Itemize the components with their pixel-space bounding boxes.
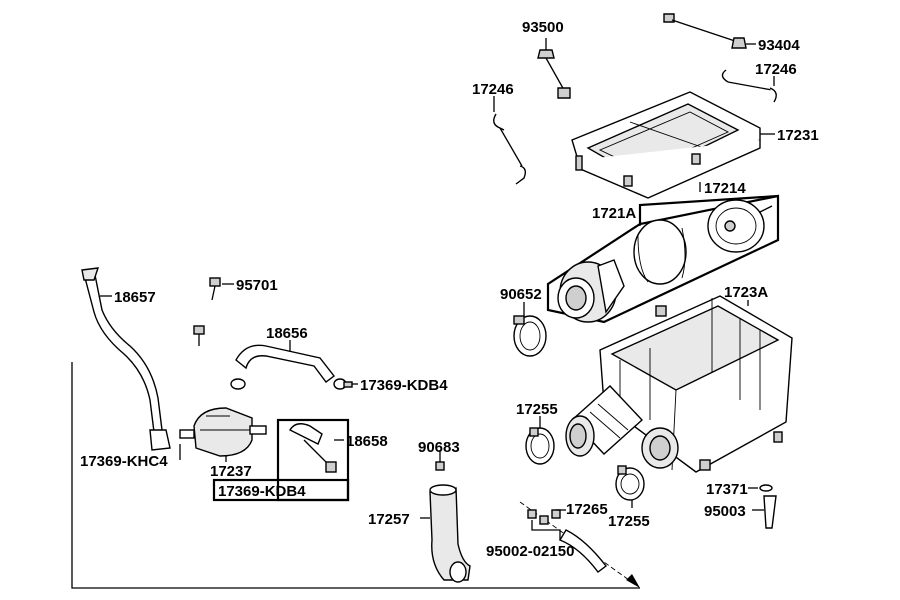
label-90652: 90652 bbox=[500, 286, 542, 303]
label-17255-left: 17255 bbox=[516, 401, 558, 418]
label-95002-02150: 95002-02150 bbox=[486, 543, 574, 560]
label-93404: 93404 bbox=[758, 37, 800, 54]
frame-1721A bbox=[546, 194, 780, 324]
clip-17246-left bbox=[493, 113, 527, 185]
breather-hose-18656 bbox=[235, 344, 335, 383]
hose-clamp-90652 bbox=[513, 315, 547, 357]
intake-boot bbox=[565, 385, 644, 457]
bolt-95701 bbox=[193, 277, 221, 346]
intake-duct-17257 bbox=[429, 484, 471, 583]
hose-clamp-17255-left bbox=[525, 427, 555, 465]
reference-frame-line bbox=[71, 362, 640, 589]
label-17369-khc4: 17369-KHC4 bbox=[80, 453, 168, 470]
label-17246-left: 17246 bbox=[472, 81, 514, 98]
hose-clamp-17255-right bbox=[615, 465, 645, 501]
label-17255-right: 17255 bbox=[608, 513, 650, 530]
breather-box-17237 bbox=[179, 407, 267, 457]
label-95701: 95701 bbox=[236, 277, 278, 294]
label-17237: 17237 bbox=[210, 463, 252, 480]
label-18658: 18658 bbox=[346, 433, 388, 450]
outlet-boot bbox=[641, 427, 679, 469]
label-1721A: 1721A bbox=[592, 205, 636, 222]
frame-17369-kdb4-boxed bbox=[212, 478, 350, 502]
label-93500: 93500 bbox=[522, 19, 564, 36]
label-1723A: 1723A bbox=[724, 284, 768, 301]
drain-tube-18658 bbox=[289, 423, 337, 473]
label-18657: 18657 bbox=[114, 289, 156, 306]
screw-90683 bbox=[435, 450, 445, 471]
frame-1721A-top-edge bbox=[638, 194, 779, 224]
breather-hose-18657 bbox=[81, 267, 171, 451]
reference-arrow-head bbox=[626, 574, 640, 588]
bolt-93500 bbox=[537, 38, 571, 99]
drain-17371 bbox=[759, 484, 777, 529]
drain-fittings-17265 bbox=[527, 509, 607, 573]
clamp-17369-kdb4-top bbox=[333, 378, 353, 390]
label-17369-kdb4-boxed: 17369-KDB4 bbox=[218, 483, 306, 500]
label-17369-kdb4-top: 17369-KDB4 bbox=[360, 377, 448, 394]
label-17231: 17231 bbox=[777, 127, 819, 144]
clip-17246-right bbox=[721, 69, 777, 103]
label-17371: 17371 bbox=[706, 481, 748, 498]
filter-element bbox=[557, 199, 773, 323]
clamp-small-18656 bbox=[230, 378, 246, 390]
label-17257: 17257 bbox=[368, 511, 410, 528]
air-cleaner-cover bbox=[571, 91, 761, 199]
bolt-93404 bbox=[663, 13, 747, 49]
label-17214: 17214 bbox=[704, 180, 746, 197]
leader-95002-02150 bbox=[531, 520, 561, 540]
label-18656: 18656 bbox=[266, 325, 308, 342]
label-90683: 90683 bbox=[418, 439, 460, 456]
label-95003: 95003 bbox=[704, 503, 746, 520]
label-17246-right: 17246 bbox=[755, 61, 797, 78]
label-17265: 17265 bbox=[566, 501, 608, 518]
air-cleaner-case bbox=[599, 295, 793, 473]
